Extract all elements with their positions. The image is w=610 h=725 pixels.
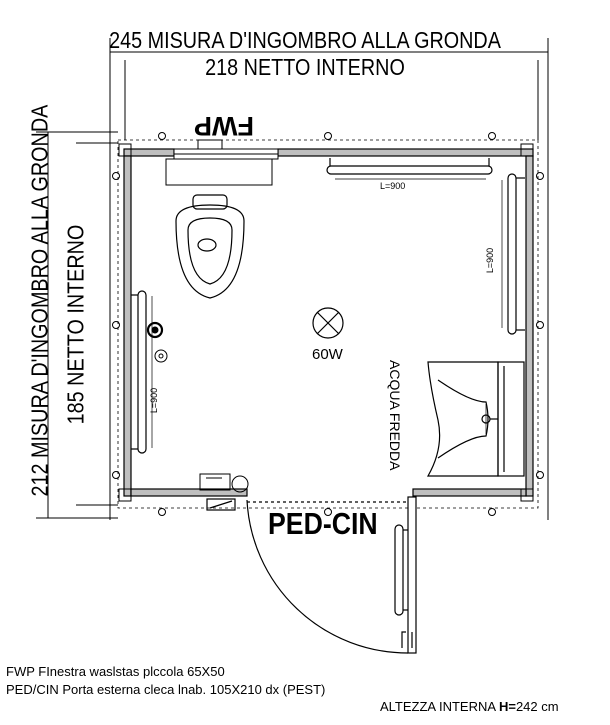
corner-posts [118,143,534,502]
flush-button [146,321,164,339]
valve-knob [154,349,168,363]
dimension-top-inner: 218 NETTO INTERNO [205,54,405,80]
lamp-label: 60W [312,346,343,363]
grab-bar-right-label: L=900 [485,247,496,274]
grab-bar-top-label: L=900 [380,181,406,191]
height-note-value: 242 cm [515,699,559,714]
height-note-prefix: ALTEZZA INTERNA [380,699,499,714]
grab-bar-left [131,290,153,454]
sink [426,361,525,477]
grab-bar-left-label: L=900 [149,387,160,414]
legend-fwp: FWP FInestra waslstas plccola 65X50 [6,664,225,679]
grab-bar-top [326,158,493,180]
sink-water-label: ACQUA FREDDA [387,360,403,471]
toilet [175,194,245,299]
wall-bolts [112,132,544,516]
dimension-top-outer: 245 MISURA D'INGOMBRO ALLA GRONDA [109,27,501,53]
window-fwp [165,139,279,186]
grab-bar-right [501,173,525,335]
door-label: PED-CIN [268,506,378,541]
dimension-lines [36,38,549,520]
legend-pedcin: PED/CIN Porta esterna cleca lnab. 105X21… [6,682,326,697]
window-label: FWP [194,111,254,141]
gutter-outline [117,139,539,509]
height-note-symbol: H= [498,699,516,714]
lamp-icon [312,307,344,339]
dimension-left-outer: 212 MISURA D'INGOMBRO ALLA GRONDA [26,104,53,497]
door-ped-cin [206,496,417,654]
door-hardware [199,473,249,493]
dimension-left-inner: 185 NETTO INTERNO [62,224,89,425]
height-note: ALTEZZA INTERNA H=242 cm [380,700,559,713]
